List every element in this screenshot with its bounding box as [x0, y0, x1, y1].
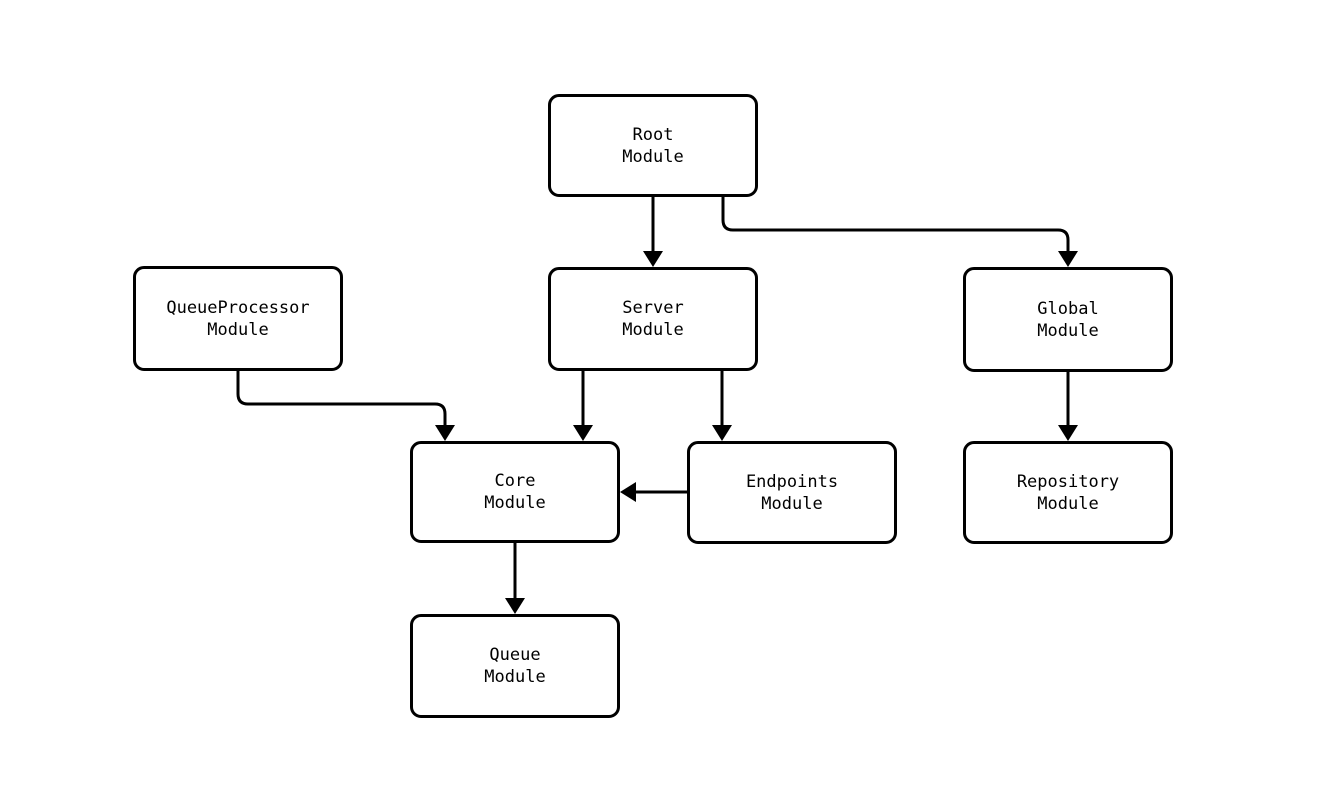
arrowhead-queueprocessor-to-core [435, 425, 455, 441]
arrowhead-endpoints-to-core [620, 482, 636, 502]
node-queue[interactable]: Queue Module [410, 614, 620, 718]
arrowhead-server-to-endpoints [712, 425, 732, 441]
node-label-queue: Queue Module [484, 645, 546, 687]
node-root[interactable]: Root Module [548, 94, 758, 197]
arrowhead-root-to-server [643, 251, 663, 267]
node-label-queueprocessor: QueueProcessor Module [166, 297, 310, 340]
node-repository[interactable]: Repository Module [963, 441, 1173, 544]
node-label-repository: Repository Module [1016, 471, 1120, 514]
node-global[interactable]: Global Module [963, 267, 1173, 372]
arrowhead-server-to-core [573, 425, 593, 441]
arrowhead-global-to-repository [1058, 425, 1078, 441]
node-queueprocessor[interactable]: QueueProcessor Module [133, 266, 343, 371]
node-label-core: Core Module [484, 471, 546, 513]
arrowhead-root-to-global [1058, 251, 1078, 267]
node-endpoints[interactable]: Endpoints Module [687, 441, 897, 544]
edge-queueprocessor-to-core [236, 371, 447, 425]
node-server[interactable]: Server Module [548, 267, 758, 371]
edge-root-to-global [721, 197, 1070, 251]
node-label-root: Root Module [622, 124, 684, 167]
arrowhead-core-to-queue [505, 598, 525, 614]
node-core[interactable]: Core Module [410, 441, 620, 543]
node-label-global: Global Module [1037, 298, 1099, 341]
node-label-server: Server Module [622, 298, 684, 340]
node-label-endpoints: Endpoints Module [745, 471, 839, 514]
